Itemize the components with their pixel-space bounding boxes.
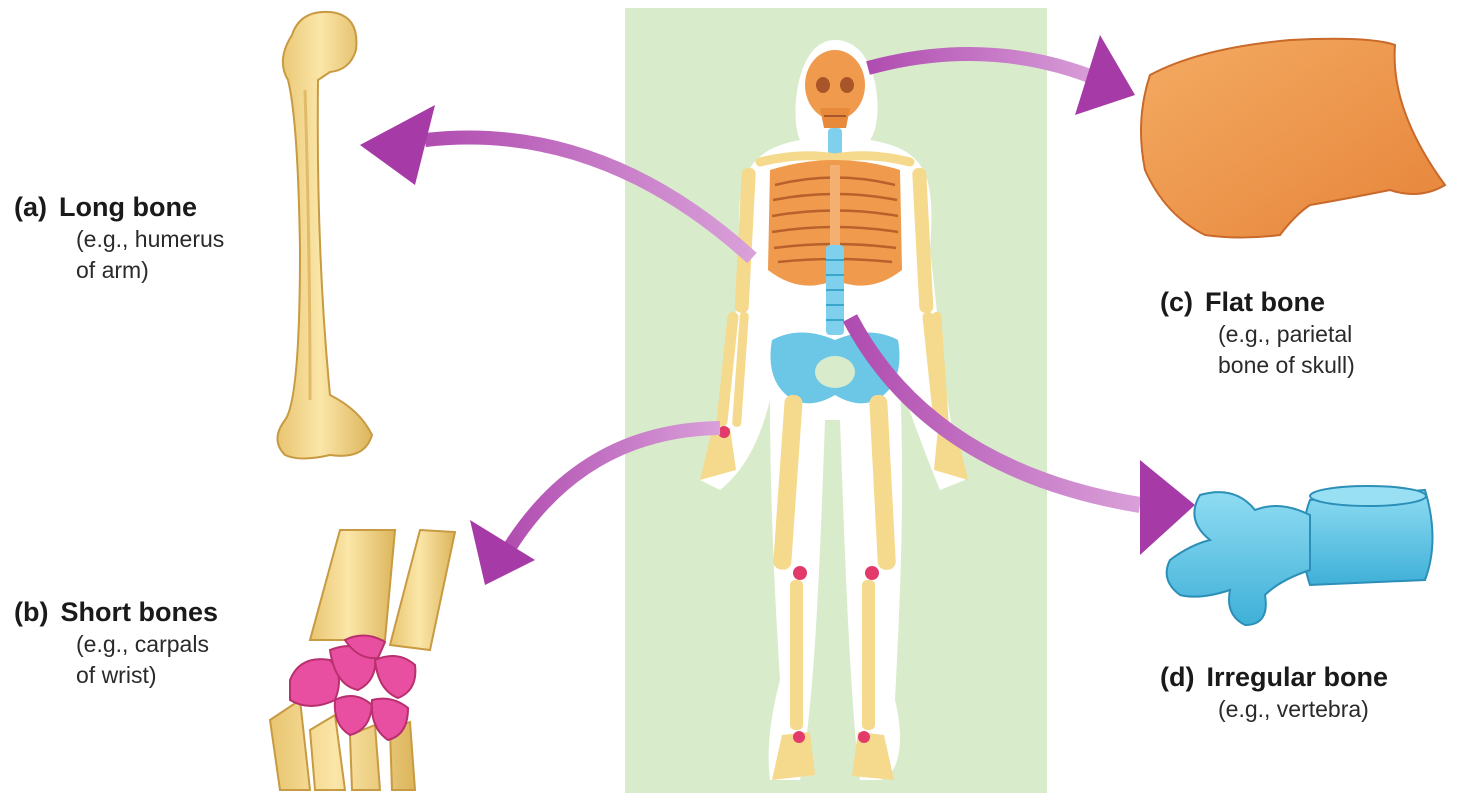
- label-example: (e.g., humerus: [14, 224, 224, 255]
- label-example: (e.g., vertebra): [1160, 694, 1388, 725]
- label-letter: (b): [14, 597, 48, 627]
- label-letter: (a): [14, 192, 47, 222]
- label-example: (e.g., parietal: [1160, 319, 1355, 350]
- label-title: Long bone: [59, 192, 197, 222]
- spine: [826, 245, 844, 335]
- label-letter: (c): [1160, 287, 1193, 317]
- label-short-bones: (b) Short bones (e.g., carpals of wrist): [14, 595, 218, 691]
- label-example-cont: bone of skull): [1160, 350, 1355, 381]
- label-flat-bone: (c) Flat bone (e.g., parietal bone of sku…: [1160, 285, 1355, 381]
- label-title: Short bones: [60, 597, 218, 627]
- label-irregular-bone: (d) Irregular bone (e.g., vertebra): [1160, 660, 1388, 725]
- knee-marker-right: [865, 566, 879, 580]
- long-bone-humerus: [278, 12, 373, 459]
- label-example-cont: of wrist): [14, 660, 218, 691]
- knee-marker-left: [793, 566, 807, 580]
- label-example: (e.g., carpals: [14, 629, 218, 660]
- label-title: Flat bone: [1205, 287, 1325, 317]
- label-title: Irregular bone: [1206, 662, 1388, 692]
- short-bones-carpals: [270, 530, 455, 790]
- ankle-marker-right: [858, 731, 870, 743]
- irregular-bone-vertebra: [1167, 486, 1433, 625]
- label-example-cont: of arm): [14, 255, 224, 286]
- ankle-marker-left: [793, 731, 805, 743]
- label-long-bone: (a) Long bone (e.g., humerus of arm): [14, 190, 224, 286]
- flat-bone-parietal: [1141, 39, 1445, 238]
- label-letter: (d): [1160, 662, 1194, 692]
